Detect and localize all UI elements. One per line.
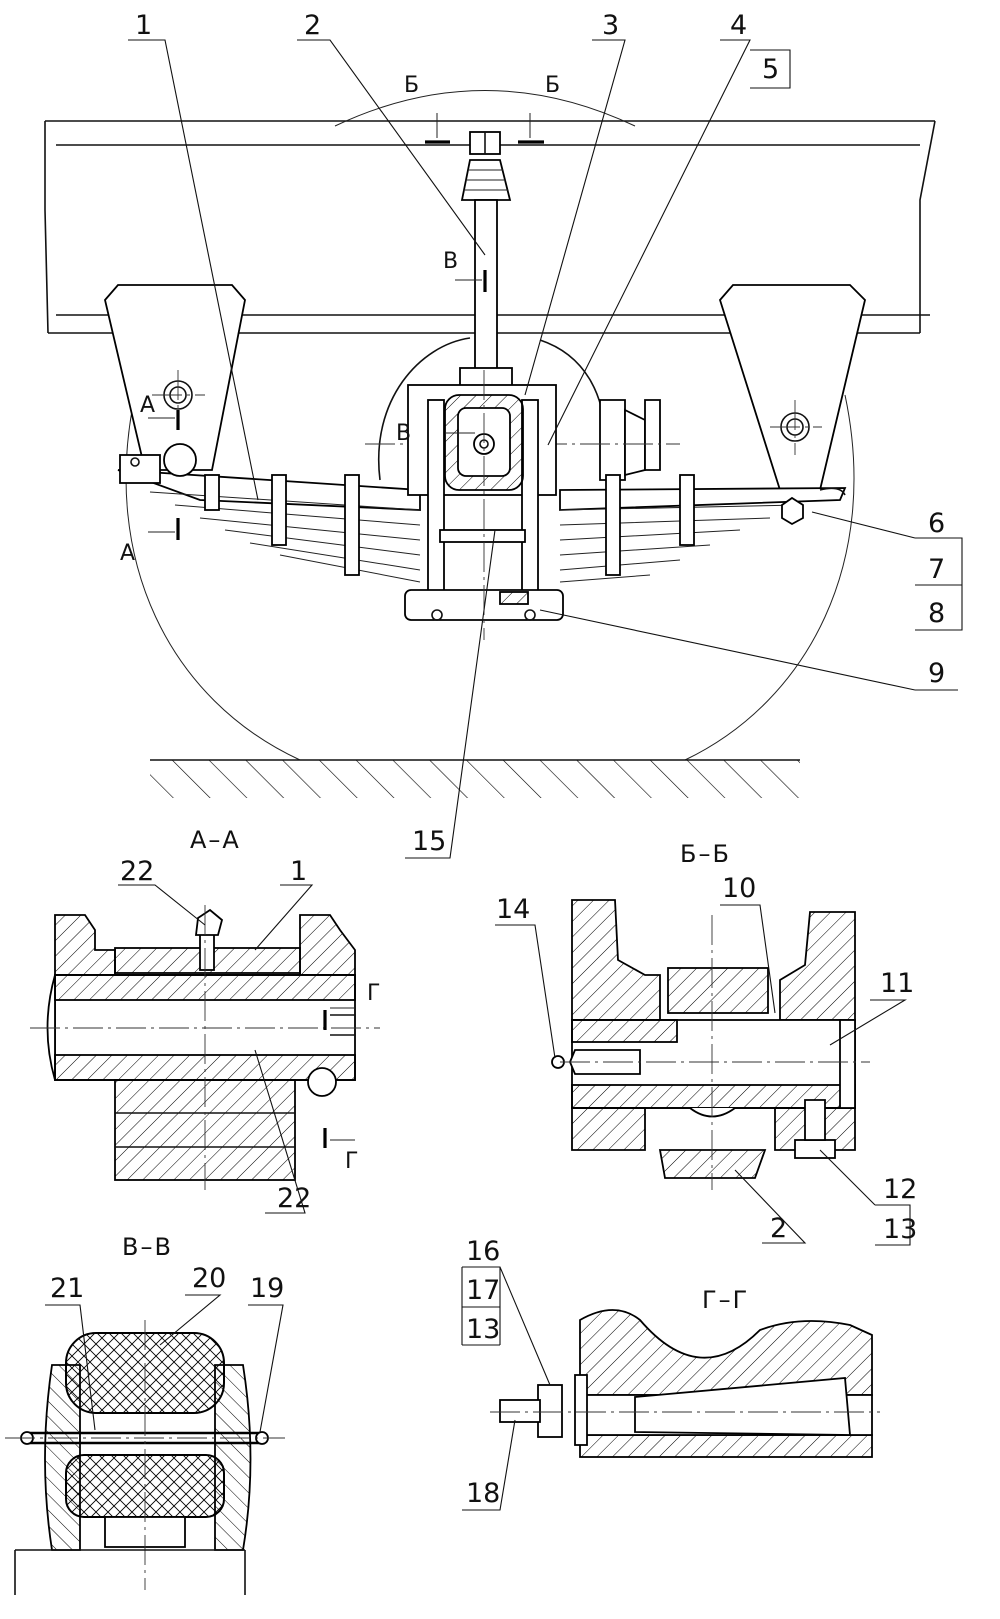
shock-absorber (459, 131, 513, 387)
vv-callout-20: 20 (192, 1263, 226, 1294)
gg-callout-18: 18 (466, 1478, 500, 1509)
main-view: 1 2 3 4 5 6 7 8 9 15 Б Б В В А А (44, 10, 963, 859)
aa-callout-22-bottom: 22 (277, 1183, 311, 1214)
callout-6: 6 (928, 508, 945, 539)
bb-callout-11: 11 (880, 968, 914, 999)
section-a-a-title: А–А (190, 826, 241, 854)
bb-callout-2: 2 (770, 1213, 787, 1244)
marker-v-mid: В (396, 421, 411, 446)
marker-v-top: В (443, 249, 458, 274)
callout-15: 15 (412, 826, 446, 857)
section-a-a: А–А Г Г 22 1 22 (30, 826, 380, 1214)
bb-callout-10: 10 (722, 873, 756, 904)
callout-5: 5 (762, 54, 779, 85)
section-v-v-title: В–В (122, 1233, 173, 1261)
hex-nut (781, 496, 804, 526)
gg-callout-17: 17 (466, 1275, 500, 1306)
marker-a-top: А (140, 393, 155, 418)
callout-3: 3 (602, 10, 619, 41)
cut-markers (148, 113, 544, 540)
frame-arc (334, 90, 636, 127)
ground (150, 760, 800, 798)
section-b-b-title: Б–Б (680, 840, 731, 868)
gg-callout-13: 13 (466, 1314, 500, 1345)
section-v-v: В–В 21 20 19 (5, 1233, 285, 1595)
right-bracket (718, 284, 866, 491)
marker-b-right: Б (545, 73, 560, 98)
gg-callout-16: 16 (466, 1236, 500, 1267)
aa-callout-1: 1 (290, 856, 307, 887)
callout-7: 7 (928, 554, 945, 585)
marker-a-bottom: А (120, 541, 135, 566)
section-g-g: Г–Г 16 17 13 18 (461, 1236, 880, 1511)
callout-1: 1 (135, 10, 152, 41)
bb-callout-12: 12 (883, 1174, 917, 1205)
vv-callout-19: 19 (250, 1273, 284, 1304)
vv-callout-21: 21 (50, 1273, 84, 1304)
marker-g-top: Г (367, 981, 380, 1006)
left-bracket (104, 284, 246, 471)
section-b-b: Б–Б 14 10 11 12 13 2 (495, 840, 917, 1246)
marker-b-left: Б (404, 73, 419, 98)
spring-eye-left (119, 443, 197, 484)
section-g-g-title: Г–Г (702, 1286, 749, 1314)
bb-callout-13: 13 (883, 1214, 917, 1245)
spring-clips (204, 474, 695, 576)
leaders-main (128, 39, 963, 859)
callout-4: 4 (730, 10, 747, 41)
aa-callout-22-top: 22 (120, 856, 154, 887)
marker-g-bottom: Г (345, 1149, 358, 1174)
bb-callout-14: 14 (496, 894, 530, 925)
callout-2: 2 (304, 10, 321, 41)
callout-8: 8 (928, 598, 945, 629)
center-bracket (404, 370, 564, 640)
callout-9: 9 (928, 658, 945, 689)
